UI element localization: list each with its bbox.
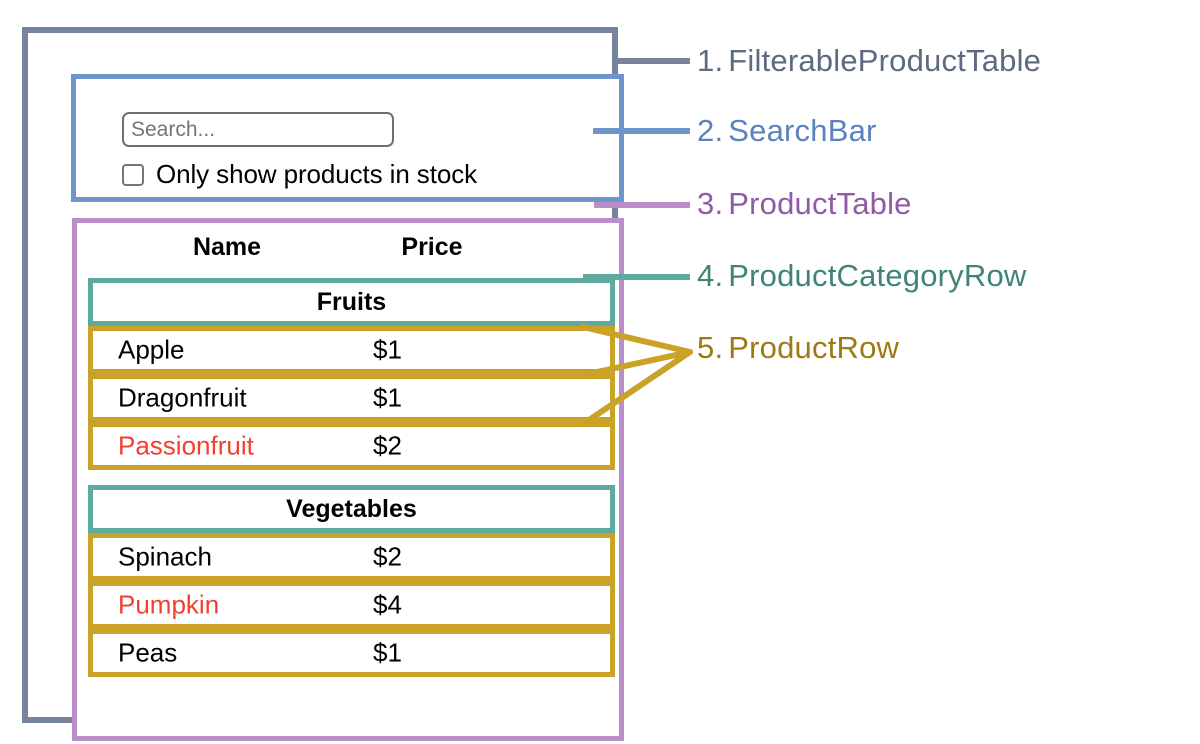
product-name: Dragonfruit (118, 382, 247, 413)
legend-item-product-category-row: 4.ProductCategoryRow (697, 258, 1027, 294)
legend-text: SearchBar (728, 113, 877, 148)
product-table-container: Name Price Fruits Apple $1 Dragonfruit $… (72, 218, 624, 741)
column-header-price: Price (401, 233, 463, 261)
product-price: $1 (373, 334, 402, 365)
product-table-body: Fruits Apple $1 Dragonfruit $1 Passionfr… (88, 278, 615, 677)
legend-text: ProductTable (728, 186, 912, 221)
in-stock-checkbox[interactable] (122, 163, 144, 186)
product-price: $4 (373, 589, 402, 620)
legend-item-filterable-product-table: 1.FilterableProductTable (697, 43, 1041, 79)
product-price: $1 (373, 382, 402, 413)
product-table-header: Name Price (77, 233, 619, 269)
product-price: $2 (373, 430, 402, 461)
product-price: $2 (373, 541, 402, 572)
product-row: Dragonfruit $1 (88, 374, 615, 422)
legend-item-product-row: 5.ProductRow (697, 330, 899, 366)
product-name: Peas (118, 637, 178, 668)
legend-text: ProductRow (728, 330, 900, 365)
legend-number: 3. (697, 186, 724, 221)
product-category-row: Vegetables (88, 485, 615, 533)
product-name: Passionfruit (118, 430, 254, 461)
product-category-row: Fruits (88, 278, 615, 326)
legend-text: ProductCategoryRow (728, 258, 1027, 293)
product-name: Apple (118, 334, 185, 365)
legend-item-product-table: 3.ProductTable (697, 186, 912, 222)
product-name: Pumpkin (118, 589, 220, 620)
product-name: Spinach (118, 541, 212, 572)
product-row: Peas $1 (88, 629, 615, 677)
product-row: Apple $1 (88, 326, 615, 374)
search-bar-container: Only show products in stock (71, 74, 624, 202)
search-input[interactable] (122, 112, 394, 147)
legend-item-search-bar: 2.SearchBar (697, 113, 877, 149)
product-row: Passionfruit $2 (88, 422, 615, 470)
product-price: $1 (373, 637, 402, 668)
column-header-name: Name (192, 233, 262, 261)
in-stock-filter-row[interactable]: Only show products in stock (122, 159, 477, 190)
legend-number: 4. (697, 258, 724, 293)
legend-number: 2. (697, 113, 724, 148)
filterable-product-table-container: Only show products in stock Name Price F… (22, 27, 624, 741)
product-row: Pumpkin $4 (88, 581, 615, 629)
legend-number: 1. (697, 43, 724, 78)
product-row: Spinach $2 (88, 533, 615, 581)
legend-number: 5. (697, 330, 724, 365)
legend-text: FilterableProductTable (728, 43, 1042, 78)
in-stock-checkbox-label: Only show products in stock (156, 159, 477, 189)
